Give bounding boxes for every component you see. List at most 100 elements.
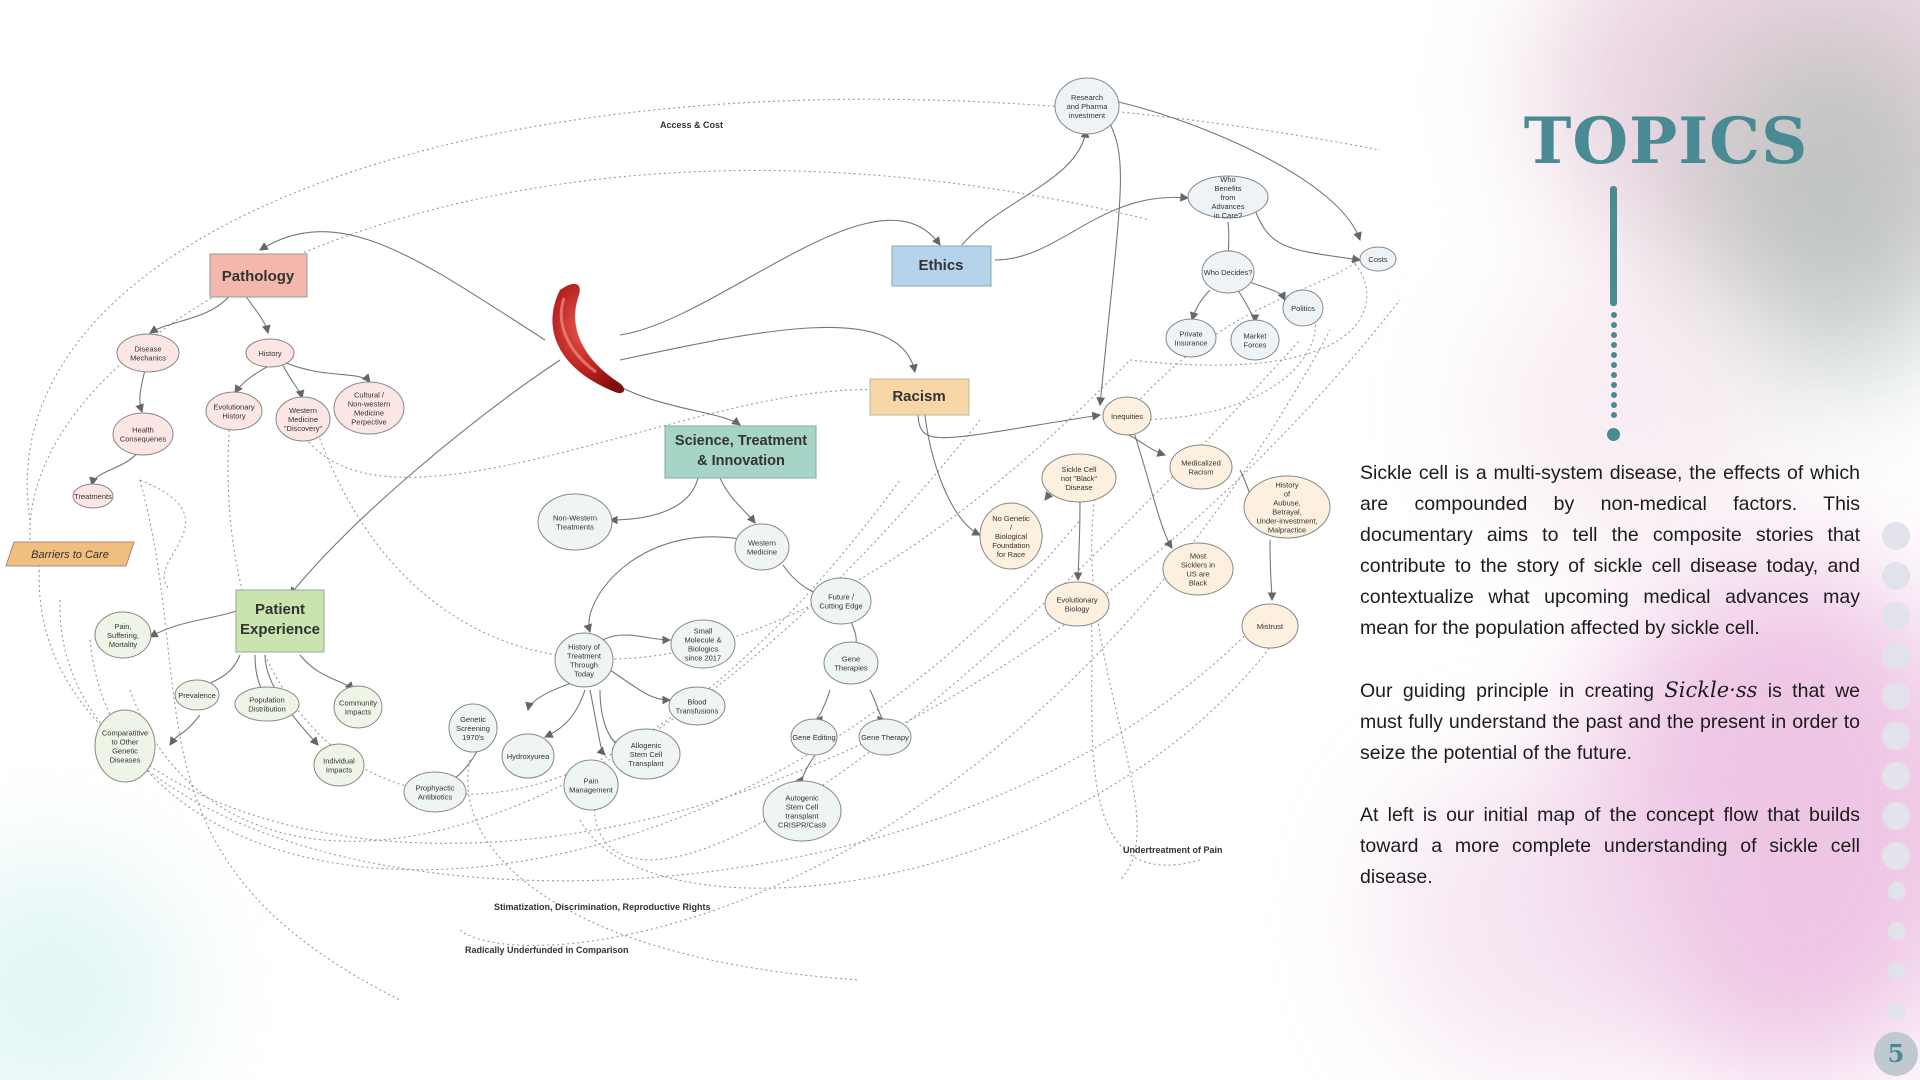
divider-dot xyxy=(1611,312,1617,318)
node-label: Treatment xyxy=(567,652,602,661)
node-label: not "Black" xyxy=(1061,474,1098,483)
dotted-connections xyxy=(26,98,1401,1001)
decorative-circle xyxy=(1882,842,1910,870)
node-label: Black xyxy=(1189,579,1208,588)
node-label: Genetic xyxy=(112,747,138,756)
node-label: since 2017 xyxy=(685,654,721,663)
node-label: of xyxy=(1284,490,1291,499)
node-label: Racism xyxy=(1188,468,1213,477)
decorative-circle xyxy=(1882,562,1910,590)
divider-dot xyxy=(1611,402,1617,408)
node-label: Research xyxy=(1071,93,1103,102)
node-label: Allogenic xyxy=(631,741,662,750)
node-ethics: Ethics xyxy=(891,245,992,287)
edge-label-access: Access & Cost xyxy=(660,120,723,130)
concept-map: Pathology Ethics Racism Science, Treatme… xyxy=(5,77,1401,1001)
page-title: TOPICS xyxy=(1523,104,1809,179)
node-label: in Care? xyxy=(1214,211,1242,220)
node-label: Comparatitive xyxy=(102,729,148,738)
node-abuse: HistoryofAubuse,Betrayal,Under-investmen… xyxy=(1243,475,1331,539)
node-label: Disease xyxy=(134,345,161,354)
node-label: Genetic xyxy=(460,715,486,724)
node-label: transplant xyxy=(786,812,820,821)
node-label: Biologics xyxy=(688,645,718,654)
edge-label-undertreatment: Undertreatment of Pain xyxy=(1123,845,1223,855)
decorative-circle xyxy=(1888,922,1906,940)
node-racism-label: Racism xyxy=(892,388,945,405)
node-label: Disease xyxy=(1065,483,1092,492)
node-label: Evolutionary xyxy=(213,403,255,412)
node-label: Biological xyxy=(995,532,1027,541)
divider-dot xyxy=(1611,372,1617,378)
node-label: Betrayal, xyxy=(1272,508,1302,517)
node-mistrust: Mistrust xyxy=(1241,603,1299,649)
paragraph-3: At left is our initial map of the concep… xyxy=(1360,804,1860,888)
node-who-decides: Who Decides? xyxy=(1201,250,1255,294)
node-label: Health xyxy=(132,426,154,435)
node-label: Future / xyxy=(828,593,855,602)
node-label: Molecule & xyxy=(684,636,721,645)
node-label: Population xyxy=(249,696,284,705)
node-label: Screening xyxy=(456,724,490,733)
node-label: Consequenes xyxy=(120,435,167,444)
decorative-circle xyxy=(1882,802,1910,830)
node-label: Therapies xyxy=(834,664,868,673)
node-label: Treatments xyxy=(74,492,112,501)
node-label: CRISPR/Cas9 xyxy=(778,821,826,830)
decorative-circle xyxy=(1882,642,1910,670)
divider-dot xyxy=(1611,382,1617,388)
paragraph-1: Sickle cell is a multi-system disease, t… xyxy=(1360,462,1860,639)
edge-label-stigma: Stimatization, Discrimination, Reproduct… xyxy=(494,902,711,912)
node-label: Mortality xyxy=(109,640,138,649)
svg-text:Science, Treatment: Science, Treatment xyxy=(675,433,807,449)
node-label: Cultural / xyxy=(354,391,385,400)
divider-dot xyxy=(1611,332,1617,338)
node-label: Sickle Cell xyxy=(1061,465,1096,474)
title-divider-line xyxy=(1610,186,1617,306)
divider-dot xyxy=(1611,352,1617,358)
node-label: Pain, xyxy=(114,622,131,631)
paragraph-2: Our guiding principle in creating Sickle… xyxy=(1360,678,1861,764)
node-label: Pain xyxy=(583,777,598,786)
node-label: Medicine xyxy=(288,415,318,424)
description-text: Sickle cell is a multi-system disease, t… xyxy=(1360,458,1860,924)
node-label: Evolutionary xyxy=(1056,596,1098,605)
edge-label-underfunded: Radically Underfunded in Comparison xyxy=(465,945,629,955)
node-label: History of xyxy=(568,643,601,652)
node-label: Individual xyxy=(323,757,355,766)
node-label: Politics xyxy=(1291,304,1315,313)
divider-dot xyxy=(1611,322,1617,328)
node-label: Insurance xyxy=(1175,339,1208,348)
node-label: Private xyxy=(1179,330,1202,339)
node-label: Biology xyxy=(1065,605,1090,614)
node-label: Non-Western xyxy=(553,514,597,523)
divider-dot xyxy=(1611,412,1617,418)
node-label: 1970's xyxy=(462,733,484,742)
decorative-circle xyxy=(1888,1002,1906,1020)
node-label: and Pharma xyxy=(1067,102,1109,111)
node-label: Malpractice xyxy=(1268,526,1306,535)
node-label: Prophyactic xyxy=(415,784,454,793)
node-inequities: Inequities xyxy=(1102,396,1152,436)
node-label: Advances xyxy=(1212,202,1245,211)
node-label: Suffering, xyxy=(107,631,139,640)
node-label: Stem Cell xyxy=(630,750,663,759)
node-prevalence: Prevalence xyxy=(174,679,220,711)
svg-text:Patient: Patient xyxy=(255,601,305,618)
